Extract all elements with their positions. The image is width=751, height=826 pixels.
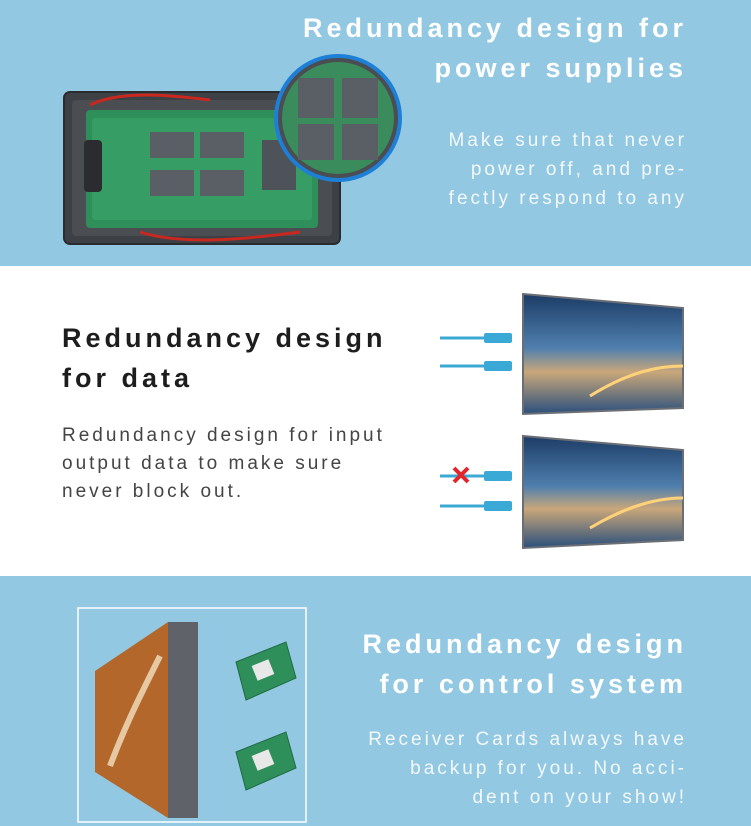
data-description-line: never block out. [62,481,245,502]
control-redundancy-section: Redundancy design for control system Rec… [0,576,751,826]
data-title: Redundancy design for data [62,318,387,398]
power-description: Make sure that never power off, and pre-… [449,126,687,213]
data-description-line: Redundancy design for input [62,425,385,446]
control-title: Redundancy design for control system [362,624,687,704]
receiver-card-top [235,641,297,701]
power-title: Redundancy design for power supplies [303,8,687,88]
control-title-line: for control system [379,669,687,699]
control-description-line: dent on your show! [472,787,687,808]
data-cable-illustration [440,292,684,550]
power-module-illustration [63,54,402,245]
cable-fail-x-icon [452,466,470,484]
receiver-card-bottom [235,731,297,791]
data-redundancy-section: Redundancy design for data Redundancy de… [0,266,751,576]
power-description-line: Make sure that never [448,130,687,151]
data-title-line: Redundancy design [62,323,387,353]
power-description-line: fectly respond to any [448,188,687,209]
power-title-line: power supplies [434,53,687,83]
data-title-line: for data [62,363,194,393]
led-screen-top [522,292,684,416]
data-description: Redundancy design for input output data … [62,422,385,506]
control-description-line: backup for you. No acci- [410,758,687,779]
control-description-line: Receiver Cards always have [368,729,687,750]
data-description-line: output data to make sure [62,453,345,474]
power-redundancy-section: Redundancy design for power supplies Mak… [0,0,751,266]
power-title-line: Redundancy design for [302,13,687,43]
control-title-line: Redundancy design [362,629,687,659]
control-description: Receiver Cards always have backup for yo… [368,725,687,812]
power-description-line: power off, and pre- [470,159,687,180]
led-screen-bottom [522,434,684,550]
control-card-illustration [77,607,307,823]
